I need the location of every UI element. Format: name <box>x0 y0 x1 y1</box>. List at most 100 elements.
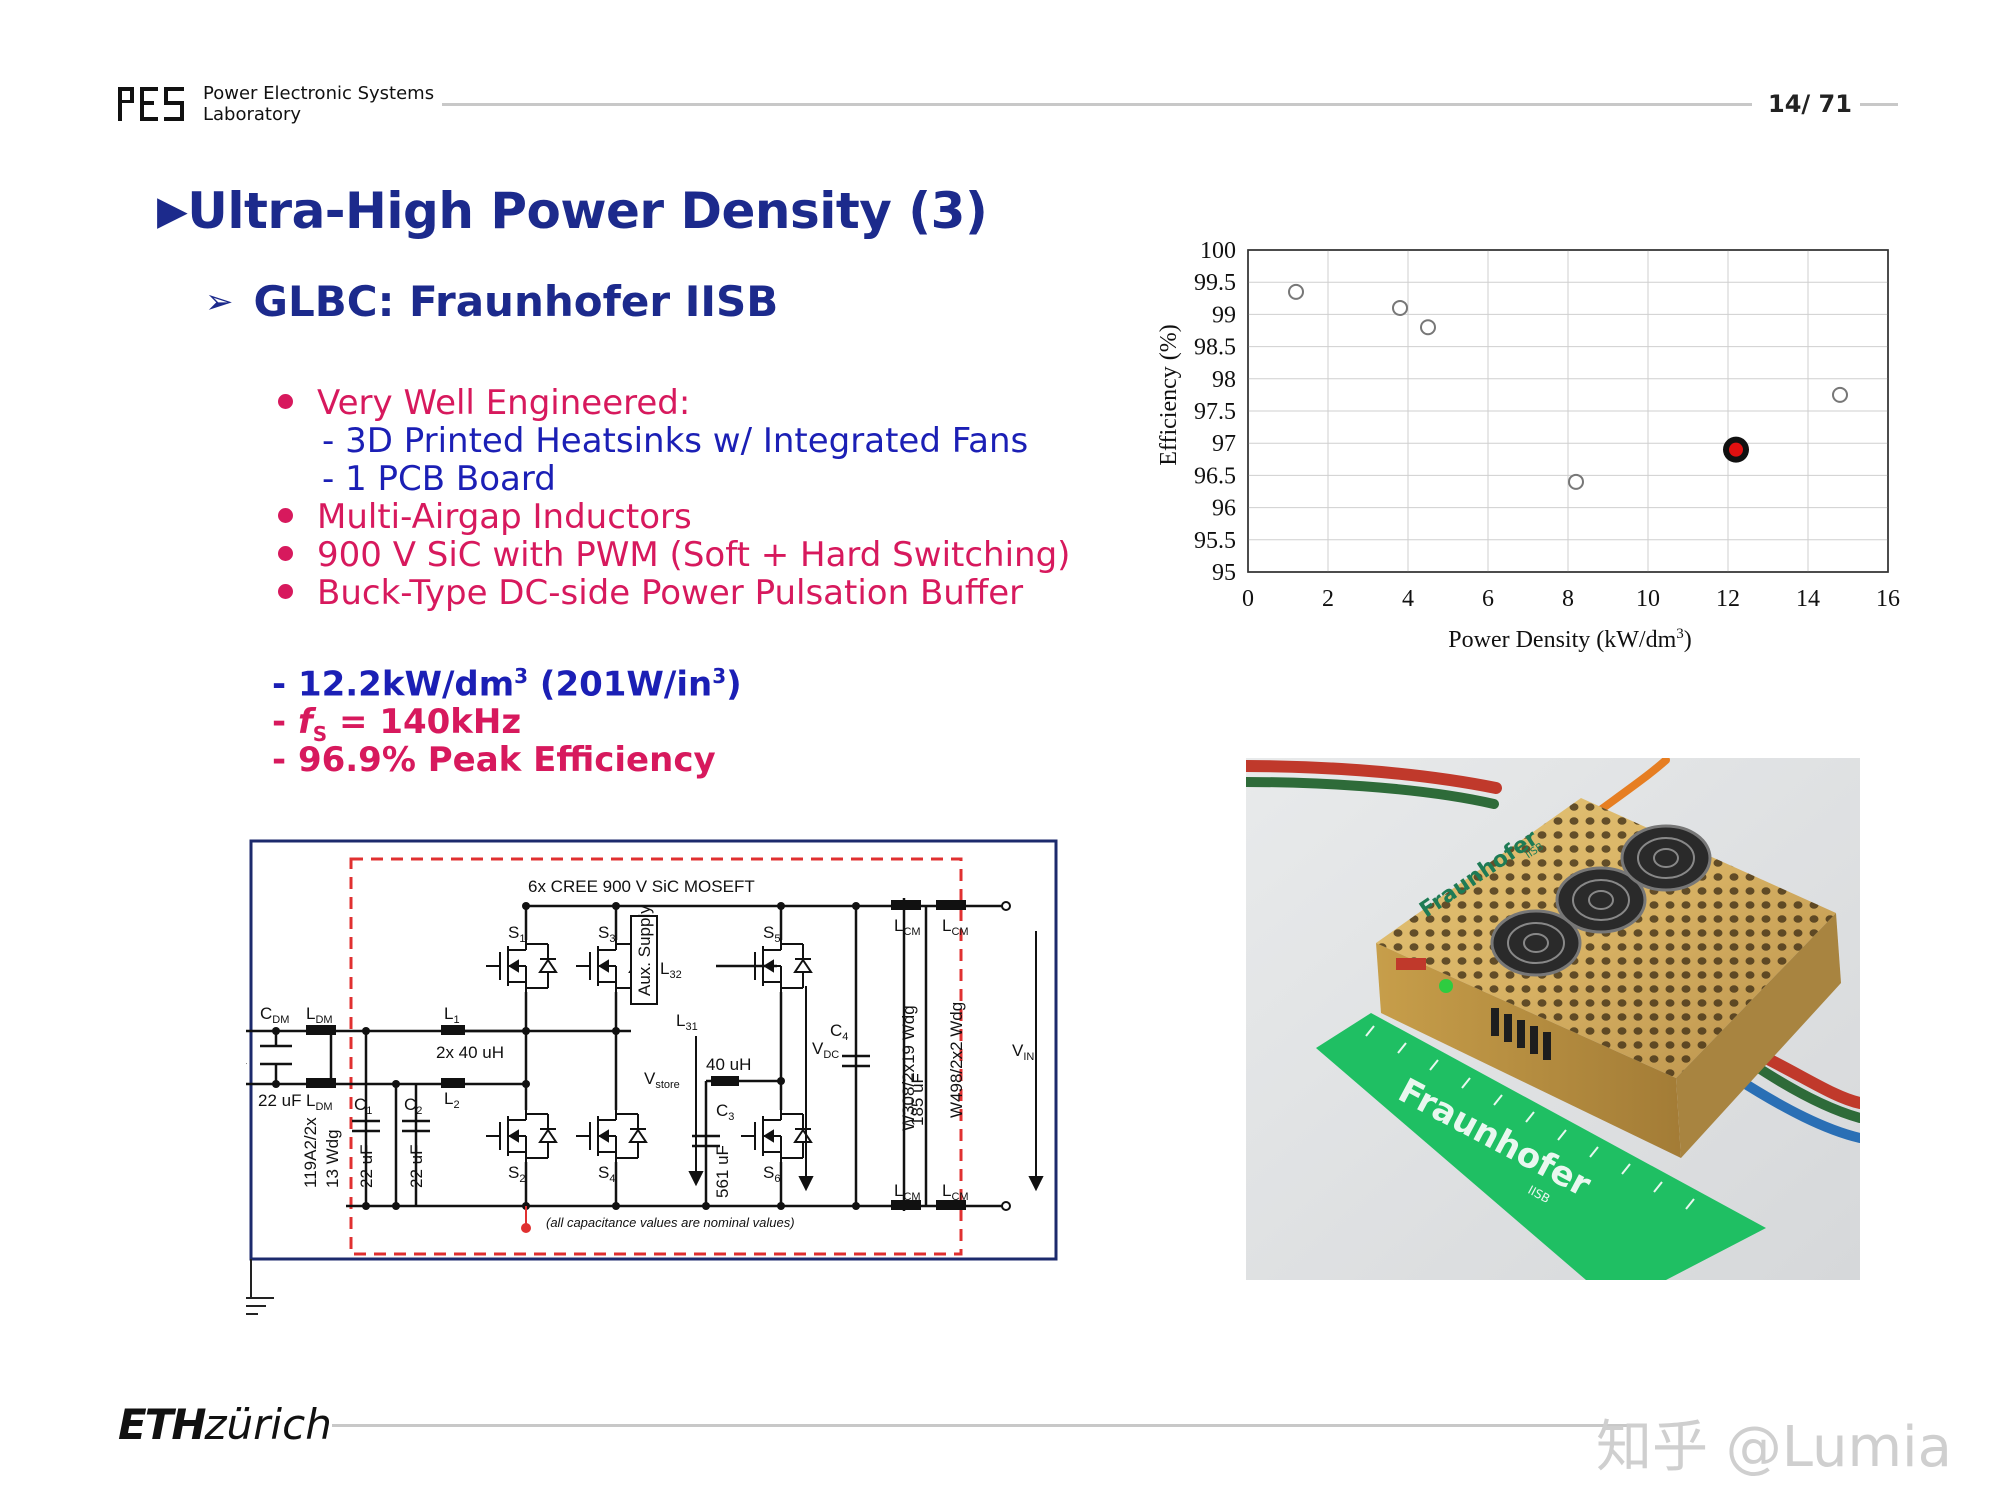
lcm-label-4: LCM <box>942 1181 969 1203</box>
arrow-bullet-icon: ➢ <box>205 282 234 322</box>
header-rule <box>442 103 1752 106</box>
triangle-bullet-icon: ▶ <box>157 188 188 234</box>
s5-label: S5 <box>763 923 780 945</box>
bullet-dot-icon <box>278 584 293 599</box>
label-sub: 1 <box>366 1105 372 1117</box>
label-main: L <box>894 1181 903 1200</box>
converter-side-front <box>1376 943 1681 1158</box>
label-sub: 4 <box>609 1173 615 1185</box>
slide-subtitle: ➢ GLBC: Fraunhofer IISB <box>205 277 778 326</box>
label-sub: 6 <box>774 1173 780 1185</box>
s2-label: S2 <box>508 1163 525 1185</box>
label-main: L <box>894 916 903 935</box>
c2-label: C2 <box>404 1095 422 1117</box>
terminals <box>1001 901 1011 1211</box>
s3-label: S3 <box>598 923 615 945</box>
subscript: S <box>312 721 328 746</box>
chart-xtick-label: 16 <box>1876 586 1900 612</box>
aux-supply-label: Aux. Supply <box>635 905 654 996</box>
label-sub: 2 <box>519 1173 525 1185</box>
l1-label: L1 <box>444 1004 460 1026</box>
bullet-item: Very Well Engineered: <box>278 384 690 422</box>
lcm-label-2: LCM <box>942 916 969 938</box>
slide-subtitle-text: GLBC: Fraunhofer IISB <box>253 277 779 326</box>
chart-point <box>1392 299 1408 316</box>
label-main: C <box>354 1095 366 1114</box>
mosfet-icon <box>486 1110 558 1162</box>
capacitance-note: (all capacitance values are nominal valu… <box>546 1215 795 1230</box>
converter-boundary <box>349 857 963 1256</box>
lab-name-line1: Power Electronic Systems <box>203 83 435 104</box>
watermark: 知乎 @Lumia <box>1596 1415 1952 1480</box>
chart-ytick-label: 95 <box>1212 560 1236 586</box>
ruler <box>1316 1013 1766 1280</box>
sub-bullet-item: - 3D Printed Heatsinks w/ Integrated Fan… <box>322 421 1029 461</box>
slide-title: ▶Ultra-High Power Density (3) <box>157 182 988 240</box>
label-sub: CM <box>951 1191 968 1203</box>
bullet-text: Multi-Airgap Inductors <box>317 497 692 537</box>
l32-label: L32 <box>660 959 682 981</box>
label-sub: CM <box>903 1191 920 1203</box>
spec-density-imperial: (201W/in <box>528 664 713 705</box>
chart-xtick-label: 6 <box>1482 586 1494 612</box>
chart-point <box>1832 386 1848 403</box>
chart-ytick-label: 98.5 <box>1194 335 1236 361</box>
label-main: V <box>644 1069 656 1088</box>
pes-logo <box>118 87 184 121</box>
chart-ylabel: Efficiency (%) <box>1156 324 1182 465</box>
label-main: L <box>660 959 669 978</box>
side-vents <box>1491 1008 1551 1060</box>
circuit-schematic: 6x CREE 900 V SiC MOSEFT CDM LDM LDM IAC… <box>246 839 1058 1315</box>
cdm-value: 22 uF <box>258 1091 301 1110</box>
label-main: L <box>306 1004 315 1023</box>
label-sub: 32 <box>669 969 681 981</box>
mosfet-label: 6x CREE 900 V SiC MOSEFT <box>528 877 755 896</box>
converter-photo: Fraunhofer IISB Fraunhofer IISB <box>1246 758 1860 1280</box>
label-main: L <box>676 1011 685 1030</box>
spec-frequency-symbol: f <box>297 702 313 742</box>
c1-value: 22 uF <box>357 1145 376 1188</box>
bullet-item: 900 V SiC with PWM (Soft + Hard Switchin… <box>278 536 1070 574</box>
converter-side-right <box>1676 913 1841 1158</box>
chart-ytick-label: 98 <box>1212 367 1236 393</box>
label-sub: 3 <box>609 933 615 945</box>
chart-xtick-label: 10 <box>1636 586 1660 612</box>
label-main: L <box>306 1091 315 1110</box>
chart-point <box>1288 283 1304 300</box>
eth-logo-italic: zürich <box>204 1400 332 1449</box>
label-main: L <box>942 1181 951 1200</box>
label-sub: 31 <box>685 1021 697 1033</box>
chart-xlabel-text: Power Density (kW/dm <box>1448 627 1676 653</box>
ground-icon <box>246 1259 274 1315</box>
chart-frame <box>1247 249 1889 573</box>
fan-icon <box>1490 824 1712 977</box>
label-sub: CM <box>903 926 920 938</box>
cdm-label: CDM <box>260 1004 289 1026</box>
eth-zurich-logo: ETHzürich <box>118 1400 332 1449</box>
label-sub: 3 <box>728 1111 734 1123</box>
label-main: S <box>763 1163 774 1182</box>
c1-label: C1 <box>354 1095 372 1117</box>
chart-xlabel: Power Density (kW/dm3) <box>1448 626 1691 653</box>
aux-supply-box <box>630 915 658 1005</box>
mosfet-icon <box>741 940 813 992</box>
label-sub: 1 <box>519 933 525 945</box>
vin-label: VIN <box>1012 1041 1034 1063</box>
label-main: C <box>404 1095 416 1114</box>
bullet-dot-icon <box>278 394 293 409</box>
label-sub: CM <box>951 926 968 938</box>
bullet-text: Buck-Type DC-side Power Pulsation Buffer <box>317 573 1024 613</box>
label-main: S <box>508 923 519 942</box>
voltage-arrows <box>246 931 1044 1192</box>
spec-frequency-value: = 140kHz <box>327 702 522 742</box>
chart-point-highlight <box>1729 442 1743 457</box>
chart-xtick-label: 0 <box>1242 586 1254 612</box>
label-main: V <box>1012 1041 1024 1060</box>
enclosure-frame <box>249 839 1058 1261</box>
s4-label: S4 <box>598 1163 615 1185</box>
spec-density-close: ) <box>726 664 742 705</box>
chart-xtick-label: 12 <box>1716 586 1740 612</box>
connector-icon <box>1396 958 1426 970</box>
